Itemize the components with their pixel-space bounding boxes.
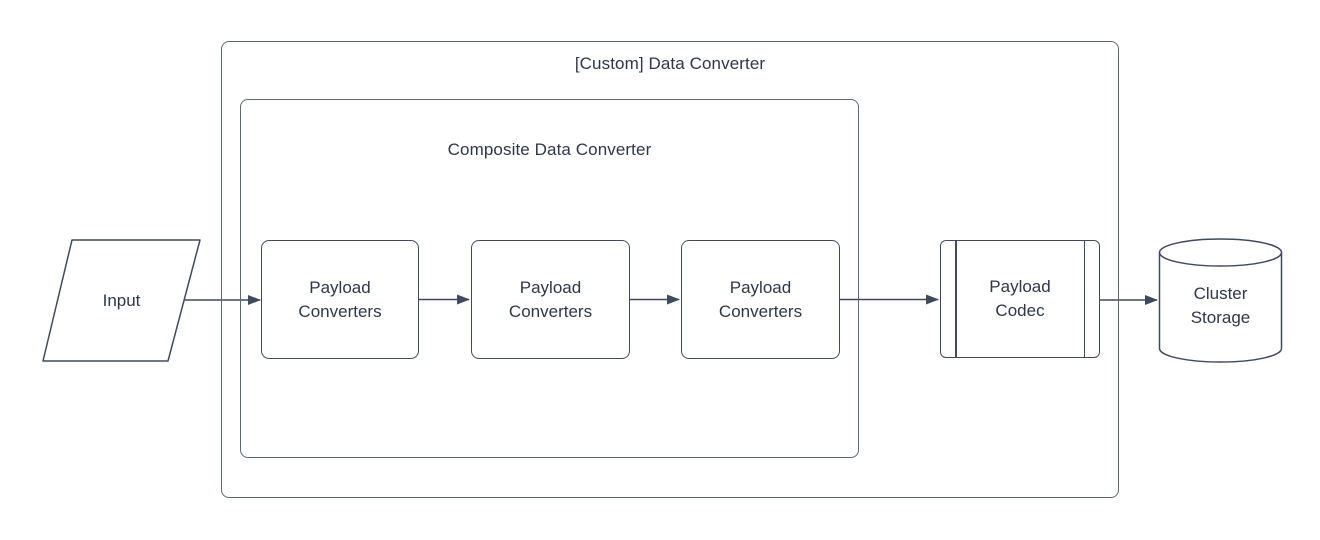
node-payload-codec: Payload Codec: [940, 240, 1100, 358]
node-payload-converters-3-label: Payload Converters: [718, 277, 803, 321]
input-parallelogram-shape: [42, 239, 201, 362]
node-payload-converters-2-label: Payload Converters: [508, 277, 593, 321]
group-custom-data-converter: [Custom] Data Converter: [221, 41, 1119, 498]
node-payload-converters-2: Payload Converters: [471, 240, 630, 359]
group-custom-data-converter-title: [Custom] Data Converter: [574, 54, 766, 73]
codec-right-bar: [1083, 241, 1085, 357]
node-payload-converters-1-label: Payload Converters: [298, 277, 382, 321]
group-composite-data-converter-title: Composite Data Converter: [447, 140, 652, 159]
cluster-storage-cylinder-top: [1158, 238, 1283, 267]
group-composite-data-converter: Composite Data Converter: [240, 99, 859, 458]
node-cluster-storage: Cluster Storage: [1159, 252, 1282, 360]
node-input-label: Input: [102, 290, 141, 310]
node-payload-converters-3: Payload Converters: [681, 240, 840, 359]
node-input: Input: [43, 240, 200, 361]
codec-left-bar: [955, 241, 957, 357]
node-cluster-storage-label: Cluster Storage: [1190, 284, 1251, 327]
node-payload-converters-1: Payload Converters: [261, 240, 419, 359]
cluster-storage-cylinder-body: [1158, 252, 1283, 363]
node-payload-codec-label: Payload Codec: [989, 277, 1051, 320]
